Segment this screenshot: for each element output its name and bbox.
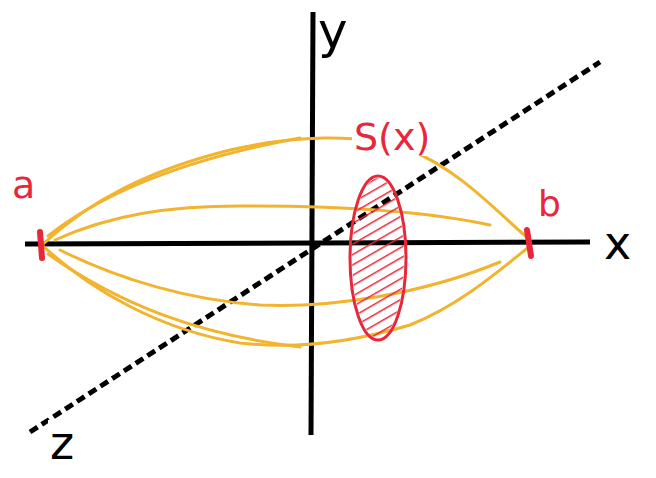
x-axis — [25, 242, 590, 244]
endpoint-b-mark — [527, 230, 531, 256]
section-label: S(x) — [352, 118, 432, 156]
endpoint-label: b — [536, 186, 563, 222]
y-axis — [311, 12, 313, 435]
cross-section-hatch — [352, 178, 404, 338]
solid-outline — [42, 138, 530, 347]
axis-label: y — [316, 6, 350, 56]
z-axis — [30, 62, 600, 432]
endpoint-a-mark — [40, 232, 42, 258]
endpoint-label: a — [10, 166, 37, 204]
axis-label: x — [602, 220, 633, 266]
axis-label: z — [48, 420, 76, 466]
cross-section-outline — [350, 176, 406, 340]
